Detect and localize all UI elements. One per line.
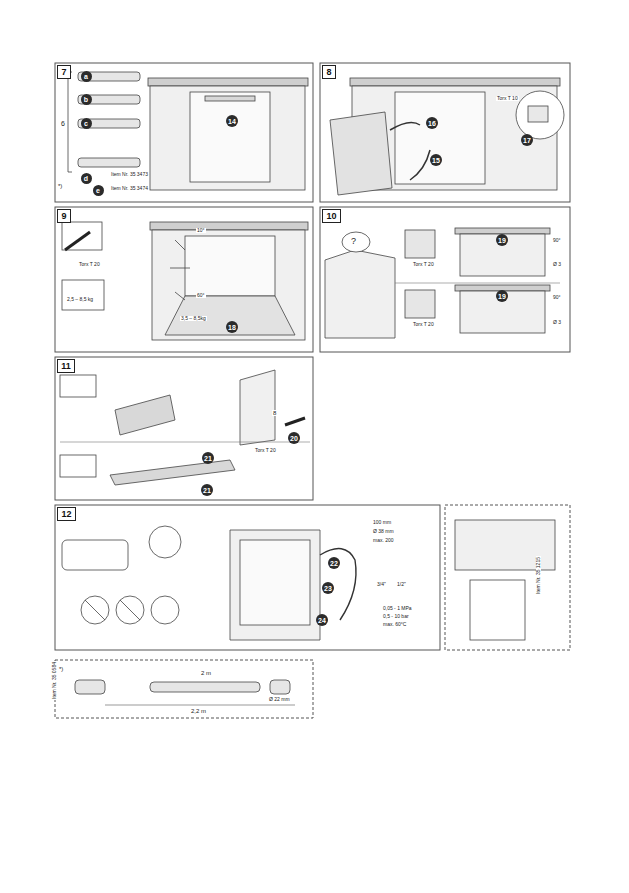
label: 90° bbox=[552, 295, 562, 300]
step-number-box: 12 bbox=[57, 507, 76, 521]
node-text: 24 bbox=[318, 617, 326, 624]
label: 8 bbox=[272, 410, 277, 416]
step-number-box: 10 bbox=[322, 209, 341, 223]
node-text: a bbox=[84, 73, 88, 80]
node-text: 16 bbox=[428, 120, 436, 127]
node-text: c bbox=[84, 120, 88, 127]
label: 2,5 – 8,5 kg bbox=[66, 297, 94, 302]
node-text: 7 bbox=[61, 67, 66, 77]
node-text: 14 bbox=[228, 118, 236, 125]
label: Ø 22 mm bbox=[268, 697, 291, 702]
label: Ø 3 bbox=[552, 320, 562, 325]
step-number-box: 9 bbox=[57, 209, 71, 223]
label: Ø 3 bbox=[552, 262, 562, 267]
callout-number: 22 bbox=[328, 557, 340, 569]
label: 0,5 - 10 bar bbox=[382, 614, 410, 619]
label: *) bbox=[58, 666, 64, 672]
node-text: d bbox=[84, 175, 88, 182]
callout-number: a bbox=[81, 71, 92, 82]
node-text: 22 bbox=[330, 560, 338, 567]
step-number-box: 8 bbox=[322, 65, 336, 79]
callout-number: d bbox=[81, 173, 92, 184]
label: Item Nr. 35 1215 bbox=[536, 556, 541, 595]
callout-number: 19 bbox=[496, 234, 508, 246]
node-text: 12 bbox=[61, 509, 71, 519]
label: ? bbox=[350, 237, 357, 246]
callout-number: 23 bbox=[322, 582, 334, 594]
label: *) bbox=[57, 183, 63, 189]
callout-number: e bbox=[93, 185, 104, 196]
node-text: 20 bbox=[290, 435, 298, 442]
label: 3/4" bbox=[376, 582, 387, 587]
step-number-box: 7 bbox=[57, 65, 71, 79]
callout-number: 24 bbox=[316, 614, 328, 626]
node-text: 19 bbox=[498, 293, 506, 300]
node-text: b bbox=[84, 96, 88, 103]
label: 3,5 – 8,5kg bbox=[180, 316, 207, 321]
label: Item Nr. 35 0584 bbox=[52, 661, 57, 700]
callout-number: 14 bbox=[226, 115, 238, 127]
label: Torx T 20 bbox=[412, 262, 435, 267]
node-text: 8 bbox=[326, 67, 331, 77]
node-text: e bbox=[96, 187, 100, 194]
label: Item Nr. 35 3473 bbox=[110, 172, 149, 177]
callout-number: 16 bbox=[426, 117, 438, 129]
label: 90° bbox=[552, 238, 562, 243]
label: Item Nr. 35 3474 bbox=[110, 186, 149, 191]
callout-number: b bbox=[81, 94, 92, 105]
label: 100 mm bbox=[372, 520, 392, 525]
callout-number: c bbox=[81, 118, 92, 129]
label: 6 bbox=[60, 120, 66, 127]
node-text: 18 bbox=[228, 324, 236, 331]
label: 10° bbox=[196, 228, 206, 233]
node-text: 21 bbox=[204, 455, 212, 462]
label: Torx T 10 bbox=[496, 96, 519, 101]
callout-number: 21 bbox=[201, 484, 213, 496]
label: 1/2" bbox=[396, 582, 407, 587]
node-text: 17 bbox=[523, 137, 531, 144]
label: Torx T 20 bbox=[412, 322, 435, 327]
callout-number: 21 bbox=[202, 452, 214, 464]
label: 2,2 m bbox=[190, 708, 207, 714]
callout-number: 18 bbox=[226, 321, 238, 333]
label: Torx T 20 bbox=[254, 448, 277, 453]
label: max. 60°C bbox=[382, 622, 407, 627]
node-text: 10 bbox=[326, 211, 336, 221]
label: 60° bbox=[196, 293, 206, 298]
node-text: 11 bbox=[61, 361, 71, 371]
callout-number: 15 bbox=[430, 154, 442, 166]
label: max. 200 bbox=[372, 538, 395, 543]
callout-number: 20 bbox=[288, 432, 300, 444]
step-number-box: 11 bbox=[57, 359, 75, 373]
node-text: 9 bbox=[61, 211, 66, 221]
node-text: 23 bbox=[324, 585, 332, 592]
label: Torx T 20 bbox=[78, 262, 101, 267]
node-text: 15 bbox=[432, 157, 440, 164]
label: 0,05 - 1 MPa bbox=[382, 606, 413, 611]
node-text: 19 bbox=[498, 237, 506, 244]
callout-number: 17 bbox=[521, 134, 533, 146]
node-text: 21 bbox=[203, 487, 211, 494]
label: 2 m bbox=[200, 670, 212, 676]
label: Ø 38 mm bbox=[372, 529, 395, 534]
callout-number: 19 bbox=[496, 290, 508, 302]
